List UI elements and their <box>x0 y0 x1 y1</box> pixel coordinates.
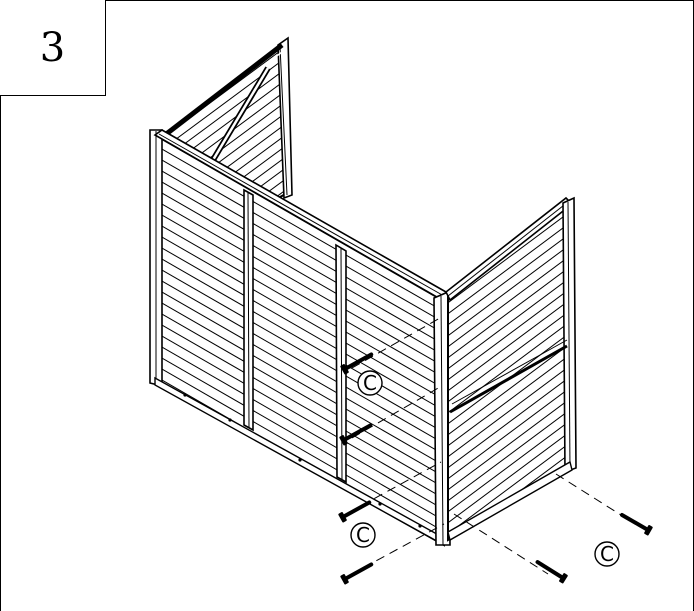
board-slat-line <box>448 405 572 504</box>
board-slat-line <box>155 353 444 525</box>
board-slat-line <box>448 438 572 537</box>
screw-icon <box>338 500 372 523</box>
board-slat-line <box>448 372 572 471</box>
board-slat-line <box>155 155 444 327</box>
front-panel <box>149 129 451 547</box>
board-slat-line <box>155 254 444 426</box>
board-slat-line <box>448 317 572 416</box>
board-slat-line <box>448 295 572 394</box>
part-label-text: C <box>356 523 370 547</box>
part-label-c: C <box>594 541 620 567</box>
board-slat-line <box>155 166 444 338</box>
step-number-box: 3 <box>0 0 106 96</box>
step-number: 3 <box>39 24 66 71</box>
board-slat-line <box>155 221 444 393</box>
screw-icon <box>340 352 374 375</box>
board-slat-line <box>155 243 444 415</box>
part-label-c: C <box>350 522 376 548</box>
board-slat-line <box>155 331 444 503</box>
board-slat-line <box>155 210 444 382</box>
board-slat-line <box>155 298 444 470</box>
board-slat-line <box>155 320 444 492</box>
pilot-holes <box>183 393 422 528</box>
part-label-c: C <box>357 370 383 396</box>
board-slat-line <box>155 364 444 536</box>
board-slat-line <box>448 262 572 361</box>
board-slat-line <box>155 199 444 371</box>
board-slat-line <box>448 207 572 306</box>
board-slat-line <box>448 218 572 317</box>
board-slat-line <box>155 287 444 459</box>
board-slat-line <box>448 350 572 449</box>
board-slat-line <box>155 309 444 481</box>
board-slat-line <box>155 188 444 360</box>
board-slat-line <box>155 144 444 316</box>
board-slat-line <box>448 251 572 350</box>
board-slat-line <box>448 427 572 526</box>
screw-icon <box>339 423 373 446</box>
board-slat-line <box>448 383 572 482</box>
screw-icon <box>620 513 653 536</box>
board-slat-line <box>448 416 572 515</box>
side-panel <box>444 196 577 542</box>
part-label-text: C <box>600 542 614 566</box>
board-slat-line <box>448 284 572 383</box>
board-slat-line <box>448 394 572 493</box>
board-slat-line <box>448 339 572 438</box>
screw-icon <box>535 560 568 584</box>
board-slat-line <box>165 50 289 152</box>
board-slat-line <box>155 276 444 448</box>
board-slat-line <box>155 232 444 404</box>
board-slat-line <box>155 342 444 514</box>
board-slat-line <box>448 229 572 328</box>
board-slat-line <box>155 177 444 349</box>
board-slat-line <box>448 306 572 405</box>
board-slat-line <box>155 265 444 437</box>
part-label-text: C <box>363 371 377 395</box>
board-slat-line <box>448 240 572 339</box>
board-slat-line <box>448 273 572 372</box>
screw-icon <box>340 562 374 585</box>
board-slat-line <box>448 361 572 460</box>
